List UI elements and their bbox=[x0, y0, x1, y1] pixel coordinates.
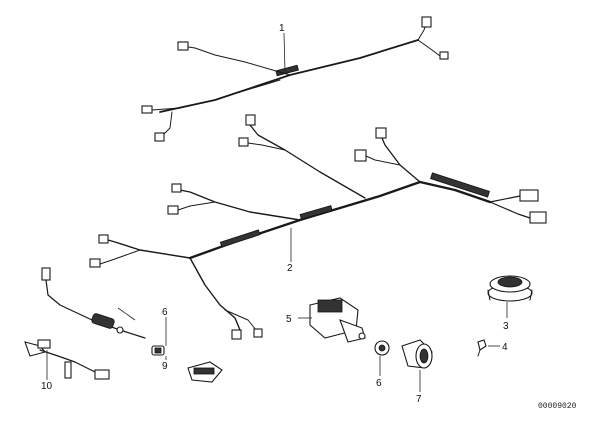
wiring-harness-2 bbox=[89, 114, 547, 340]
callout-2: 2 bbox=[287, 263, 293, 274]
connector-icon bbox=[231, 329, 242, 340]
connector-icon bbox=[354, 149, 367, 162]
part-9-cable-holder bbox=[187, 361, 223, 383]
callout-6-right: 6 bbox=[376, 378, 382, 389]
diagram-part-number: 00009020 bbox=[538, 402, 577, 411]
connector-icon bbox=[238, 137, 249, 147]
callout-10: 10 bbox=[41, 381, 53, 392]
callout-7: 7 bbox=[416, 394, 422, 405]
connector-icon bbox=[245, 114, 256, 126]
connector-icon bbox=[89, 258, 101, 268]
connector-icon bbox=[421, 16, 432, 28]
wiring-harness-1 bbox=[141, 16, 449, 142]
callout-1: 1 bbox=[279, 23, 285, 34]
callout-6-left: 6 bbox=[162, 307, 168, 318]
connector-icon bbox=[167, 205, 179, 215]
callout-3: 3 bbox=[503, 321, 509, 332]
connector-icon bbox=[177, 41, 189, 51]
part-6-grommet bbox=[151, 345, 165, 356]
part-6-bulb-socket bbox=[374, 340, 390, 356]
connector-icon bbox=[98, 234, 109, 244]
plug-icon bbox=[41, 267, 51, 281]
connector-icon bbox=[141, 105, 153, 114]
connector-icon bbox=[529, 211, 547, 224]
callout-9: 9 bbox=[162, 361, 168, 372]
part-10-connector-assembly bbox=[24, 339, 110, 380]
part-3-bulb-holder-ring bbox=[487, 275, 533, 302]
connector-icon bbox=[154, 132, 165, 142]
part-7-lamp-housing bbox=[401, 339, 433, 369]
callout-5: 5 bbox=[286, 314, 292, 325]
connector-icon bbox=[253, 328, 263, 338]
connector-icon bbox=[171, 183, 182, 193]
part-5-motor-unit bbox=[309, 297, 366, 343]
connector-icon bbox=[439, 51, 449, 60]
part-4-screw bbox=[477, 339, 487, 357]
connector-icon bbox=[375, 127, 387, 139]
callout-4: 4 bbox=[502, 342, 508, 353]
sensor-cable bbox=[41, 267, 146, 339]
leader-lines bbox=[46, 32, 508, 392]
connector-icon bbox=[519, 189, 539, 202]
